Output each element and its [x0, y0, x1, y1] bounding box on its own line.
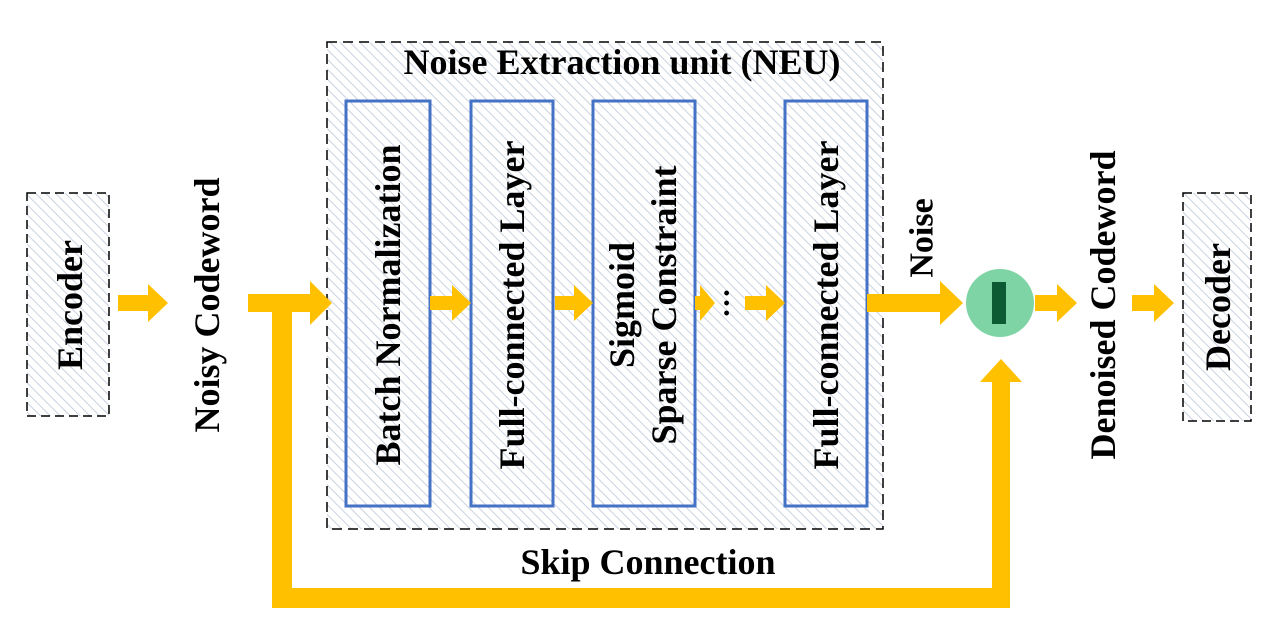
fc-layer-2-block: Full-connected Layer: [783, 99, 869, 508]
minus-icon: [992, 282, 1006, 324]
arrow-sigmoid-to-ellipsis: [695, 285, 715, 321]
batch-normalization-label: Batch Normalization: [368, 145, 408, 466]
ellipsis-label: ···: [711, 288, 744, 318]
arrow-fc1-to-sigmoid: [555, 285, 593, 321]
arrow-encoder-to-codeword: [118, 284, 168, 322]
encoder-block: Encoder: [26, 192, 110, 417]
fc-layer-1-label: Full-connected Layer: [492, 141, 532, 470]
arrow-subtract-to-denoised: [1035, 284, 1077, 322]
neu-title: Noise Extraction unit (NEU): [404, 42, 841, 82]
batch-normalization-block: Batch Normalization: [344, 99, 432, 508]
arrow-denoised-to-decoder: [1132, 284, 1174, 322]
sparse-constraint-label: Sparse Constraint: [644, 165, 684, 444]
arrow-neu-to-subtract: [867, 281, 963, 325]
fc-layer-2-label: Full-connected Layer: [806, 141, 846, 470]
subtract-node: [966, 269, 1034, 337]
denoised-codeword-label: Denoised Codeword: [1083, 150, 1123, 459]
sigmoid-label: Sigmoid: [602, 242, 642, 368]
arrow-ellipsis-to-fc2: [745, 285, 785, 321]
decoder-block: Decoder: [1182, 192, 1252, 422]
encoder-label: Encoder: [50, 240, 90, 370]
noisy-codeword-label: Noisy Codeword: [187, 177, 227, 432]
sigmoid-sparse-block: Sigmoid Sparse Constraint: [591, 99, 697, 508]
skip-connection-label: Skip Connection: [520, 542, 775, 582]
decoder-label: Decoder: [1198, 243, 1238, 371]
noise-label: Noise: [904, 198, 941, 277]
fc-layer-1-block: Full-connected Layer: [469, 99, 555, 508]
arrow-bn-to-fc1: [430, 285, 471, 321]
